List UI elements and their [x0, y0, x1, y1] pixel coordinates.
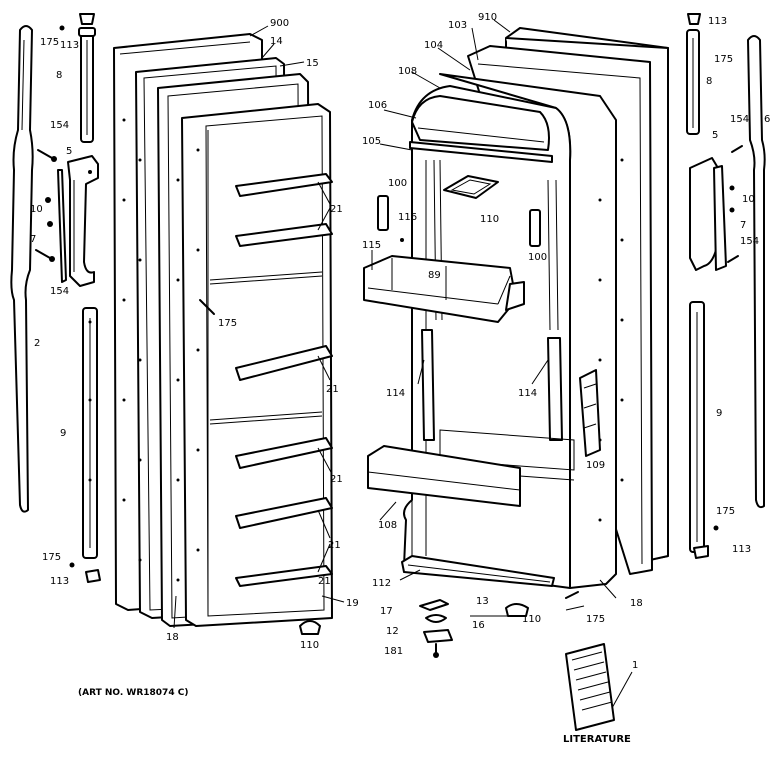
lower-trim-strip-left	[82, 307, 98, 559]
callout-15: 15	[306, 58, 319, 69]
callout-154: 154	[740, 236, 759, 247]
callout-113: 113	[732, 544, 751, 555]
callout-7: 7	[740, 220, 746, 231]
callout-110: 110	[480, 214, 499, 225]
callout-9: 9	[716, 408, 722, 419]
callout-labels: 175 113 8 154 5 10 7 154 2 9 175 113 900…	[30, 12, 770, 671]
callout-181: 181	[384, 646, 403, 657]
freezer-door-handle	[67, 155, 99, 287]
side-trim	[579, 369, 601, 457]
callout-154: 154	[50, 120, 69, 131]
callout-113: 113	[50, 576, 69, 587]
leader-lines	[173, 19, 617, 629]
callout-175: 175	[714, 54, 733, 65]
freezer-door	[113, 33, 333, 635]
callout-18: 18	[630, 598, 643, 609]
callout-5: 5	[66, 146, 72, 157]
callout-17: 17	[380, 606, 393, 617]
callout-154: 154	[50, 286, 69, 297]
callout-21: 21	[326, 384, 339, 395]
dairy-bin	[367, 445, 521, 507]
callout-104: 104	[424, 40, 443, 51]
door-edge-holes	[122, 118, 200, 582]
bottom-trim	[401, 555, 555, 587]
callout-103: 103	[448, 20, 467, 31]
literature-booklet	[565, 643, 633, 731]
caps-left	[59, 13, 101, 583]
callout-12: 12	[386, 626, 399, 637]
callout-9: 9	[60, 428, 66, 439]
callout-89: 89	[428, 270, 441, 281]
fresh-food-door-handle	[689, 145, 743, 271]
callout-108: 108	[398, 66, 417, 77]
callout-110: 110	[300, 640, 319, 651]
callout-16: 16	[472, 620, 485, 631]
hinge-parts	[419, 591, 579, 658]
callout-114: 114	[386, 388, 405, 399]
callout-154: 154	[730, 114, 749, 125]
callout-100: 100	[528, 252, 547, 263]
fresh-food-gasket-strip	[747, 35, 766, 509]
callout-21: 21	[330, 204, 343, 215]
callout-18: 18	[166, 632, 179, 643]
callout-8: 8	[56, 70, 62, 81]
callout-14: 14	[270, 36, 283, 47]
callout-175: 175	[42, 552, 61, 563]
shelf-brackets	[377, 195, 541, 247]
callout-109: 109	[586, 460, 605, 471]
callout-910: 910	[478, 12, 497, 23]
callout-21: 21	[328, 540, 341, 551]
callout-175: 175	[40, 37, 59, 48]
callout-2: 2	[34, 338, 40, 349]
callout-21: 21	[318, 576, 331, 587]
callout-7: 7	[30, 234, 36, 245]
small-shelf	[443, 175, 499, 199]
light-cover	[409, 95, 553, 163]
callout-116: 116	[398, 212, 417, 223]
callout-105: 105	[362, 136, 381, 147]
callout-114: 114	[518, 388, 537, 399]
callout-10: 10	[742, 194, 755, 205]
callout-113: 113	[60, 40, 79, 51]
literature-label: LITERATURE	[563, 734, 631, 745]
callout-1: 1	[632, 660, 638, 671]
handle-trim-strip-right	[686, 13, 701, 135]
callout-21: 21	[330, 474, 343, 485]
callout-175: 175	[716, 506, 735, 517]
callout-13: 13	[476, 596, 489, 607]
callout-175: 175	[586, 614, 605, 625]
lower-trim-strip-right	[689, 301, 719, 559]
callout-6: 6	[764, 114, 770, 125]
callout-113: 113	[708, 16, 727, 27]
callout-112: 112	[372, 578, 391, 589]
shelf-bin	[363, 255, 525, 323]
screws-left	[35, 149, 67, 283]
handle-trim-strip-left	[78, 27, 96, 143]
callout-106: 106	[368, 100, 387, 111]
callout-108: 108	[378, 520, 397, 531]
freezer-door-shelves	[235, 173, 333, 587]
callout-19: 19	[346, 598, 359, 609]
freezer-door-gasket-strip	[10, 25, 34, 513]
callout-10: 10	[30, 204, 43, 215]
callout-175: 175	[218, 318, 237, 329]
callout-900: 900	[270, 18, 289, 29]
art-number: (ART NO. WR18074 C)	[78, 688, 189, 698]
callout-110: 110	[522, 614, 541, 625]
callout-5: 5	[712, 130, 718, 141]
callout-100: 100	[388, 178, 407, 189]
callout-8: 8	[706, 76, 712, 87]
callout-115: 115	[362, 240, 381, 251]
